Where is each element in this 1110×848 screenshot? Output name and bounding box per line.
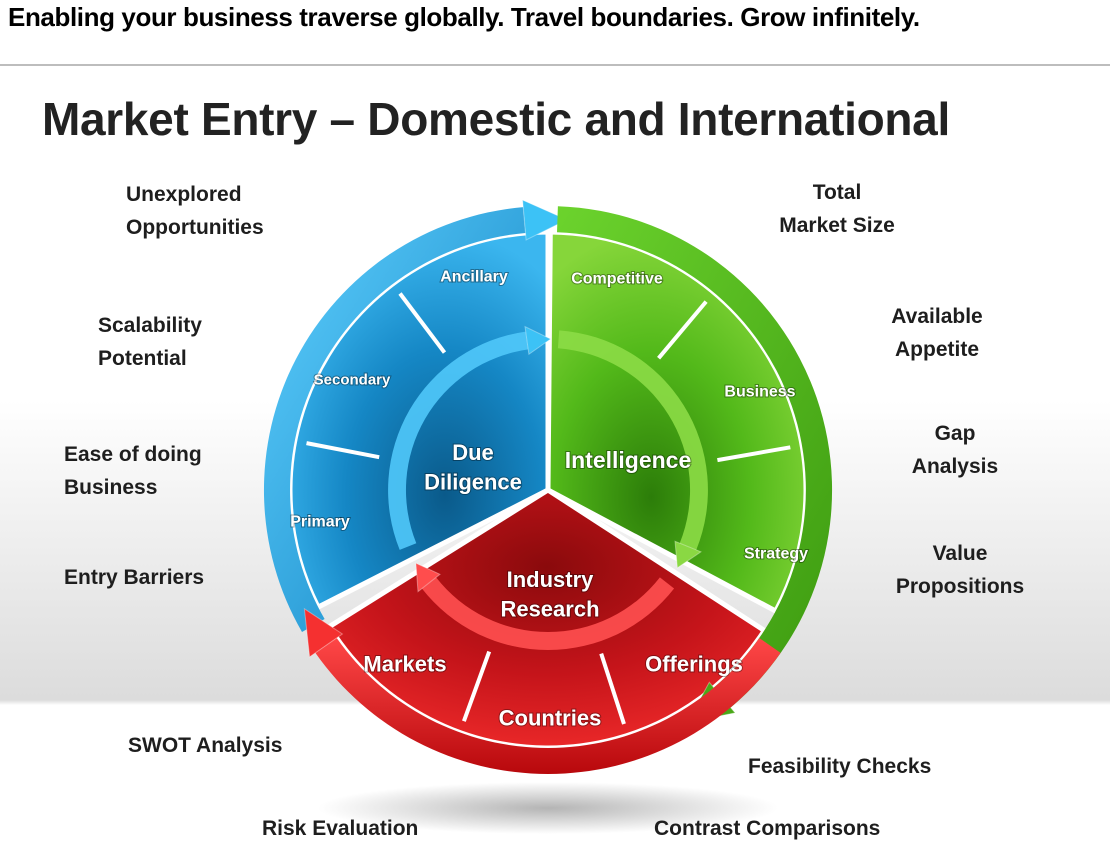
green-band-label-1: Competitive [571, 271, 663, 288]
red-divider-1 [599, 652, 626, 725]
label-feasibility-checks: Feasibility Checks [748, 755, 932, 778]
green-inner-arrow [557, 330, 708, 550]
green-inner-arrowhead [674, 540, 703, 569]
label-gap-analysis: Gap Analysis [911, 422, 999, 478]
label-swot-analysis: SWOT Analysis [128, 734, 283, 757]
blue-inner-arrow [388, 331, 529, 550]
blue-divider-1 [398, 292, 447, 354]
label-entry-barriers: Entry Barriers [64, 566, 205, 589]
green-divider-1 [657, 300, 708, 360]
blue-divider-2 [306, 441, 380, 460]
red-outer-arrowhead [303, 607, 344, 658]
green-center-label: Intelligence [565, 447, 692, 473]
label-risk-evaluation: Risk Evaluation [262, 817, 419, 840]
label-available-appetite: Available Appetite [891, 305, 983, 361]
red-inner-arrowhead [415, 562, 441, 593]
label-value-propositions: Value Propositions [895, 542, 1025, 598]
label-scalability-potential: Scalability Potential [98, 314, 202, 370]
blue-outer-arrowhead [522, 199, 569, 241]
red-band-label-2: Countries [499, 706, 602, 731]
label-total-market-size: Total Market Size [779, 181, 895, 237]
label-ease-of-doing-business: Ease of doing Business [64, 443, 202, 499]
red-outer-arrow [315, 638, 781, 774]
tagline: Enabling your business traverse globally… [8, 2, 920, 32]
green-outer-arrow [557, 206, 833, 708]
blue-inner-arrowhead [524, 325, 552, 356]
label-contrast-comparisons: Contrast Comparisons [654, 817, 881, 840]
label-unexplored-opportunities: Unexplored Opportunities [126, 183, 264, 239]
green-band-label-3: Strategy [744, 546, 808, 563]
red-band-label-3: Offerings [645, 652, 743, 677]
diagram-shadow [318, 782, 778, 834]
green-divider-2 [717, 445, 791, 463]
red-inner-arrow [421, 577, 675, 651]
blue-band-label-3: Primary [290, 514, 350, 531]
green-band-label-2: Business [724, 384, 795, 401]
page-title: Market Entry – Domestic and Internationa… [42, 93, 950, 145]
blue-outer-arrow [263, 207, 526, 632]
blue-band-label-2: Secondary [314, 371, 391, 388]
red-divider-2 [462, 650, 492, 722]
blue-band-label-1: Ancillary [440, 269, 508, 286]
header-divider [0, 64, 1110, 66]
red-band-label-1: Markets [363, 652, 446, 677]
